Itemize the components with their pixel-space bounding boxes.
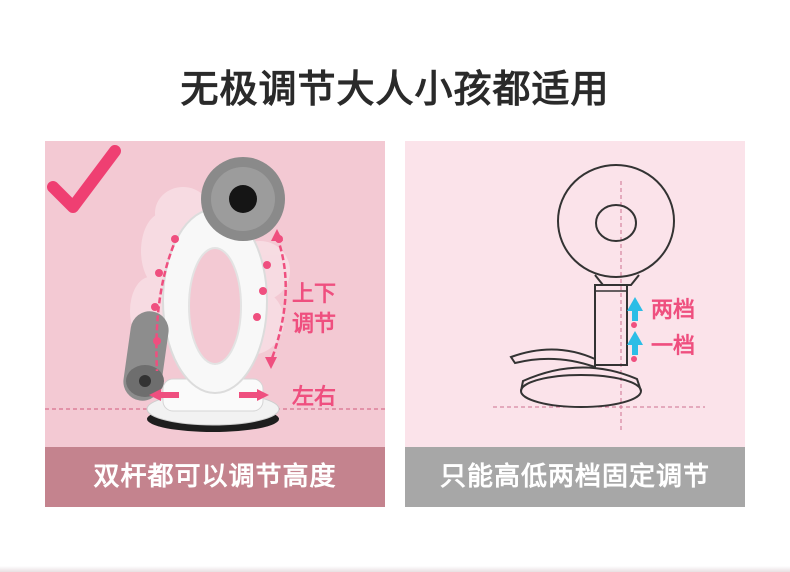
right-panel-image: 两档 一档 [405, 141, 745, 447]
label-one-step: 一档 [651, 334, 695, 359]
headline: 无极调节大人小孩都适用 [180, 67, 610, 111]
label-two-step: 两档 [651, 298, 695, 323]
label-leftright: 左右 [292, 384, 336, 410]
label-updown-1: 上下 [292, 282, 336, 307]
bottom-divider [0, 566, 790, 572]
left-panel-image: 上下 调节 左右 [45, 141, 385, 447]
left-caption: 双杆都可以调节高度 [45, 447, 385, 507]
checkmark-icon [47, 145, 121, 213]
up-arrow-icon [627, 331, 643, 355]
up-arrow-icon [627, 297, 643, 321]
right-caption: 只能高低两档固定调节 [405, 447, 745, 507]
label-updown-2: 调节 [292, 312, 336, 337]
